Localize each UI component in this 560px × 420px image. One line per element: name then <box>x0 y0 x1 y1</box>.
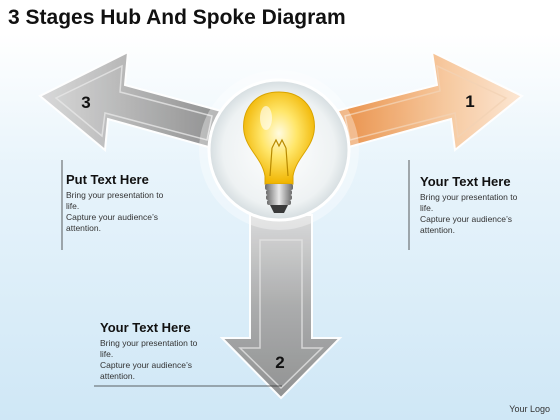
stage-2-body-line: Capture your audience’s <box>100 360 192 370</box>
footer-logo-text: Your Logo <box>509 404 550 414</box>
stage-1-body-line: Bring your presentation to <box>420 192 518 202</box>
stage-1-number: 1 <box>465 92 474 111</box>
stage-1-heading: Your Text Here <box>420 174 511 189</box>
stage-1-body-line: attention. <box>420 225 455 235</box>
arrow-stage-3 <box>38 50 227 152</box>
page-title: 3 Stages Hub And Spoke Diagram <box>8 6 346 29</box>
arrow-stage-1 <box>330 50 524 152</box>
stage-1-body-line: Capture your audience’s <box>420 214 512 224</box>
stage-2-heading: Your Text Here <box>100 320 191 335</box>
stage-3-body-line: Capture your audience’s <box>66 212 158 222</box>
stage-3-body-line: attention. <box>66 223 101 233</box>
stage-3-heading: Put Text Here <box>66 172 149 187</box>
stage-3-number: 3 <box>81 93 90 112</box>
arrow-stage-2 <box>219 214 343 400</box>
stage-3-text-block: Put Text Here Bring your presentation to… <box>66 172 216 234</box>
stage-2-body-line: Bring your presentation to <box>100 338 198 348</box>
stage-2-body-line: attention. <box>100 371 135 381</box>
stage-1-text-block: Your Text Here Bring your presentation t… <box>420 174 550 236</box>
stage-2-number: 2 <box>275 353 284 372</box>
stage-2-text-block: Your Text Here Bring your presentation t… <box>100 320 250 382</box>
light-bulb-icon <box>243 91 315 213</box>
stage-3-body-line: Bring your presentation to <box>66 190 164 200</box>
stage-1-body-line: life. <box>420 203 434 213</box>
stage-3-body-line: life. <box>66 201 80 211</box>
stage-2-body-line: life. <box>100 349 114 359</box>
